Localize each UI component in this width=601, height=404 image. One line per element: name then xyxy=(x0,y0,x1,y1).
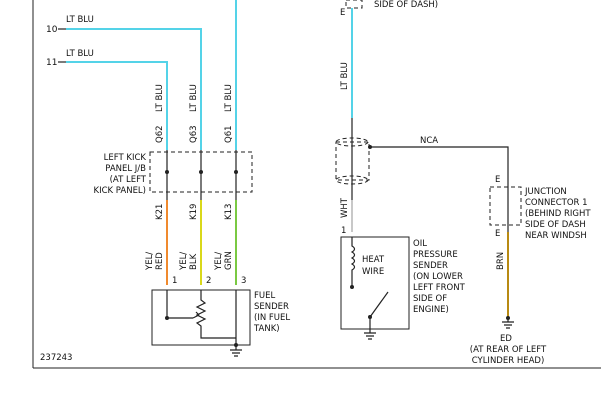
label-yel-red-1: YEL/ xyxy=(145,252,155,271)
heat-wire-line-2: WIRE xyxy=(362,267,384,277)
pin-1: 1 xyxy=(172,276,177,286)
center-pin-1: 1 xyxy=(341,226,346,236)
wire-10-pin: 10 xyxy=(46,25,58,35)
junction-line-5: NEAR WINDSH xyxy=(525,231,587,241)
fuel-sender-line-4: TANK) xyxy=(253,324,280,334)
label-yel-grn-2: GRN xyxy=(224,251,234,270)
top-side-of-dash-label: SIDE OF DASH) xyxy=(374,0,438,10)
label-k19: K19 xyxy=(189,204,199,220)
fuel-sender-line-3: (IN FUEL xyxy=(254,313,290,323)
label-k13: K13 xyxy=(224,204,234,220)
ground-line-2: CYLINDER HEAD) xyxy=(472,356,545,366)
fuel-sender-circuit xyxy=(166,290,193,319)
junction-e-top: E xyxy=(495,175,500,185)
label-k21: K21 xyxy=(155,204,165,220)
ground-label: ED xyxy=(500,334,512,344)
kick-panel-splice-2 xyxy=(199,170,203,174)
junction-line-3: (BEHIND RIGHT xyxy=(525,209,591,219)
pin-2: 2 xyxy=(206,276,211,286)
oil-sender-box xyxy=(340,236,410,330)
fuel-sender-node xyxy=(165,316,169,320)
kick-panel-line-4: KICK PANEL) xyxy=(94,186,146,196)
kick-panel-line-2: PANEL J/B xyxy=(105,164,146,174)
wire-11-pin: 11 xyxy=(46,58,57,68)
heat-wire-node xyxy=(350,285,354,289)
label-q61: Q61 xyxy=(224,125,234,143)
nca-label: NCA xyxy=(420,136,438,146)
wire-10-lt-blu xyxy=(66,28,202,150)
wire-10-color-label: LT BLU xyxy=(66,15,94,25)
junction-line-2: CONNECTOR 1 xyxy=(525,198,588,208)
label-yel-red-2: RED xyxy=(155,252,165,270)
label-yel-blk-2: BLK xyxy=(189,253,199,270)
label-lt-blu-b: LT BLU xyxy=(189,84,199,112)
top-connector-fragment xyxy=(345,0,363,9)
kick-panel-line-1: LEFT KICK xyxy=(104,153,147,163)
fuel-sender-line-1: FUEL xyxy=(254,291,275,301)
fuel-sender-ground-icon xyxy=(230,345,242,357)
label-yel-blk-1: YEL/ xyxy=(179,252,189,271)
kick-panel-splice-1 xyxy=(165,170,169,174)
label-lt-blu-center: LT BLU xyxy=(340,62,350,90)
label-q63: Q63 xyxy=(189,125,199,143)
oil-sender-line-1: OIL xyxy=(413,239,427,249)
label-q62: Q62 xyxy=(155,125,165,143)
junction-line-4: SIDE OF DASH xyxy=(525,220,586,230)
kick-panel-splice-3 xyxy=(234,170,238,174)
heat-wire-coil xyxy=(350,237,356,287)
ground-icon xyxy=(502,318,514,329)
junction-line-1: JUNCTION xyxy=(524,187,567,197)
fuel-sender-line-2: SENDER xyxy=(254,302,289,312)
oil-sender-ground-icon xyxy=(364,317,376,340)
wire-11-color-label: LT BLU xyxy=(66,49,94,59)
junction-connector xyxy=(489,186,522,226)
oil-sender-line-7: ENGINE) xyxy=(413,305,449,315)
label-lt-blu-c: LT BLU xyxy=(224,84,234,112)
oil-sender-line-2: PRESSURE xyxy=(413,250,458,260)
oil-sender-line-5: LEFT FRONT xyxy=(413,283,466,293)
heat-wire-line-1: HEAT xyxy=(362,255,385,265)
wire-11-lt-blu xyxy=(66,61,168,150)
label-yel-grn-1: YEL/ xyxy=(214,252,224,271)
nca-wire xyxy=(370,146,509,182)
top-e-label: E xyxy=(340,8,345,18)
oil-sender-line-6: SIDE OF xyxy=(413,294,447,304)
pin-3: 3 xyxy=(241,276,246,286)
junction-e-bottom: E xyxy=(495,229,500,239)
kick-panel-line-3: (AT LEFT xyxy=(110,175,147,185)
diagram-id: 237243 xyxy=(40,353,72,363)
label-wht: WHT xyxy=(340,197,350,218)
oil-sender-line-3: SENDER xyxy=(413,261,448,271)
label-brn: BRN xyxy=(496,252,506,270)
fuel-sender-wiper xyxy=(192,311,200,319)
oil-sender-switch xyxy=(369,291,389,318)
fuel-sender-resistor xyxy=(195,290,236,339)
ground-line-1: (AT REAR OF LEFT xyxy=(470,345,547,355)
oil-sender-line-4: (ON LOWER xyxy=(413,272,463,282)
label-lt-blu-a: LT BLU xyxy=(155,84,165,112)
